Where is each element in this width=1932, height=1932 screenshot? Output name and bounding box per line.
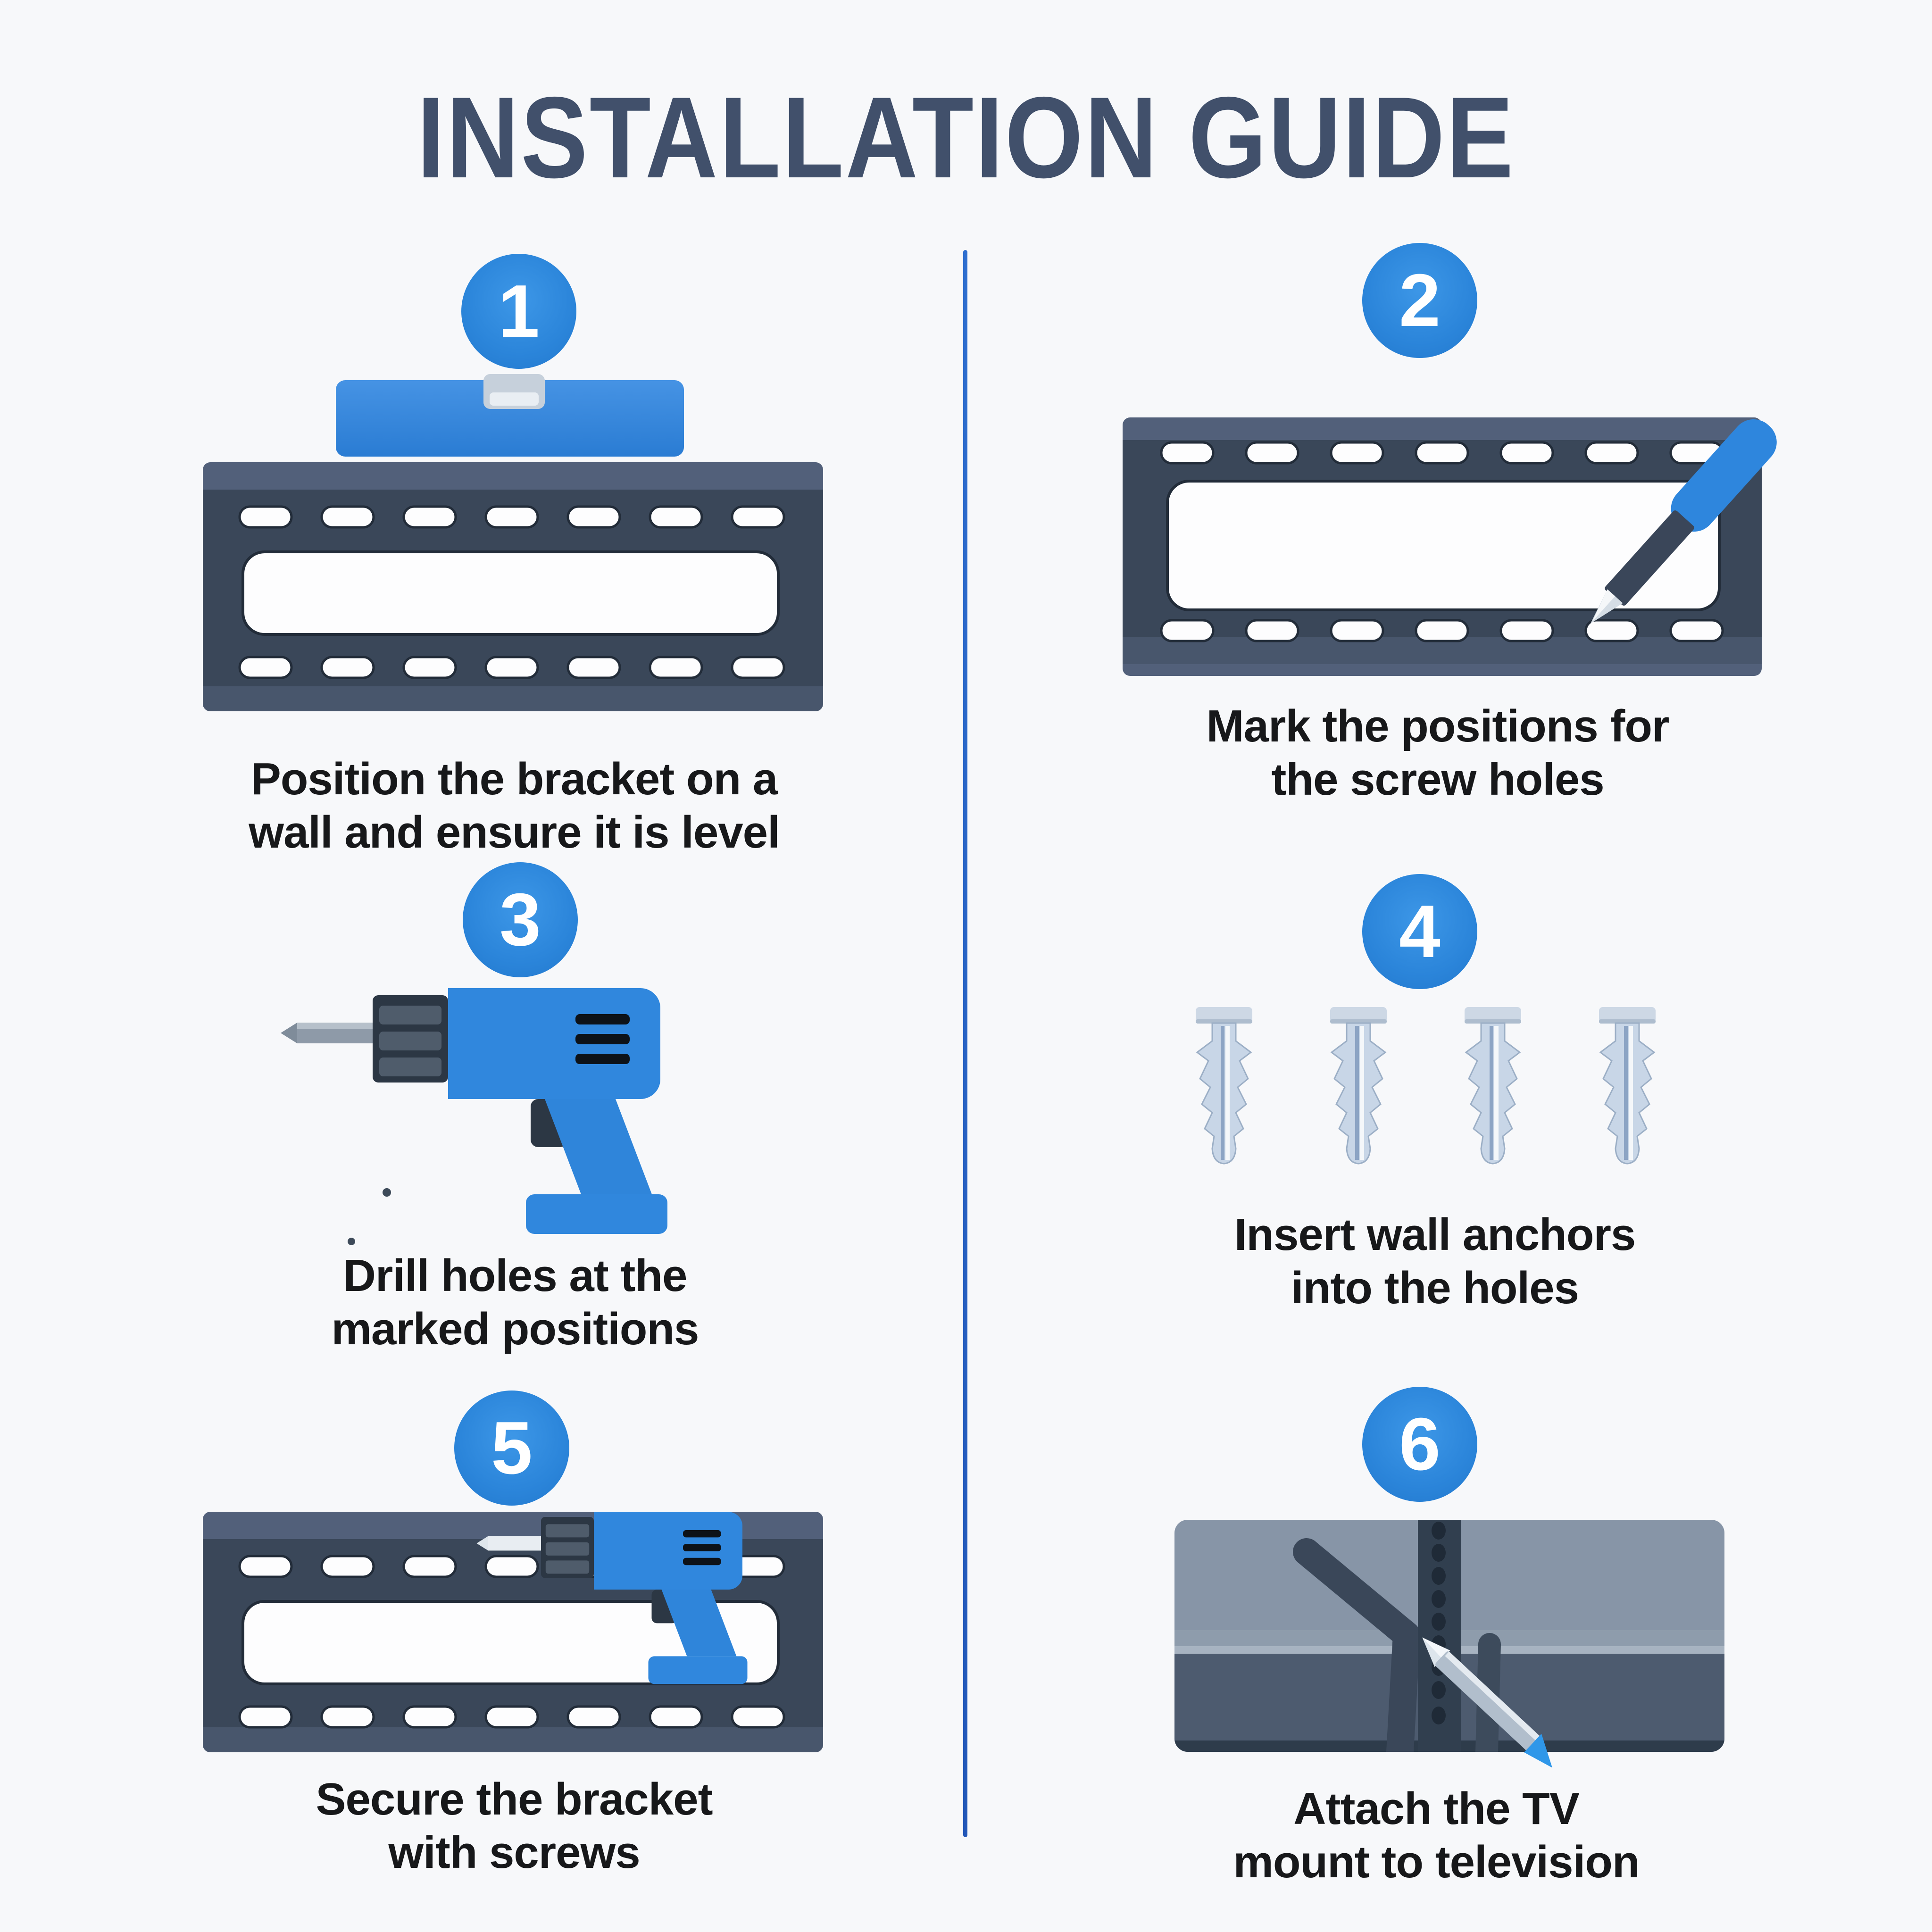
drill-icon — [281, 988, 667, 1234]
step-4-badge: 4 — [1362, 874, 1477, 989]
step-3-badge: 3 — [463, 862, 578, 977]
step-4-caption: Insert wall anchors into the holes — [1058, 1208, 1812, 1315]
wall-anchor-icon — [1464, 1007, 1522, 1165]
wall-bracket-icon — [1123, 417, 1762, 676]
tv-mount-attachment-illustration — [1174, 1520, 1724, 1768]
step-1-badge: 1 — [461, 254, 576, 369]
marker-pencil-icon — [1591, 419, 1777, 624]
power-drill-illustration — [281, 988, 667, 1245]
wall-anchor-icon — [1598, 1007, 1657, 1165]
bracket-with-level-illustration — [203, 374, 823, 711]
caption-line: Insert wall anchors — [1234, 1209, 1636, 1260]
step-2-badge: 2 — [1362, 243, 1477, 358]
wall-anchor-icon — [1329, 1007, 1388, 1165]
step-5-caption: Secure the bracket with screws — [137, 1773, 891, 1879]
step-1-caption: Position the bracket on a wall and ensur… — [137, 752, 891, 859]
spirit-level-icon — [336, 374, 684, 457]
wall-anchor-icon — [1195, 1007, 1253, 1165]
debris-dot — [383, 1188, 391, 1197]
caption-line: the screw holes — [1271, 754, 1604, 805]
caption-line: marked positions — [331, 1304, 700, 1354]
mount-rail — [1418, 1520, 1461, 1752]
step-6-caption: Attach the TV mount to television — [1059, 1782, 1814, 1889]
caption-line: Secure the bracket — [316, 1774, 713, 1824]
caption-line: Attach the TV — [1293, 1783, 1580, 1834]
caption-line: with screws — [388, 1827, 640, 1878]
screwdriver-icon — [1422, 1637, 1552, 1768]
bracket-with-marker-illustration — [1123, 417, 1777, 676]
step-3-caption: Drill holes at the marked positions — [138, 1249, 892, 1356]
wall-bracket-icon — [203, 462, 823, 711]
page-title: INSTALLATION GUIDE — [416, 73, 1516, 202]
caption-line: Position the bracket on a — [250, 754, 778, 804]
step-6-badge: 6 — [1362, 1387, 1477, 1502]
wall-anchors-illustration — [1195, 1007, 1657, 1165]
caption-line: into the holes — [1291, 1263, 1579, 1313]
caption-line: mount to television — [1233, 1837, 1640, 1887]
step-2-caption: Mark the positions for the screw holes — [1060, 700, 1815, 806]
debris-dot — [348, 1238, 355, 1245]
column-divider-line — [963, 250, 967, 1837]
caption-line: wall and ensure it is level — [249, 807, 780, 858]
caption-line: Drill holes at the — [343, 1250, 688, 1301]
bracket-with-drill-illustration — [203, 1512, 823, 1752]
caption-line: Mark the positions for — [1206, 701, 1670, 751]
mount-arm — [1293, 1538, 1420, 1752]
drill-icon — [476, 1512, 748, 1684]
step-5-badge: 5 — [454, 1391, 569, 1506]
